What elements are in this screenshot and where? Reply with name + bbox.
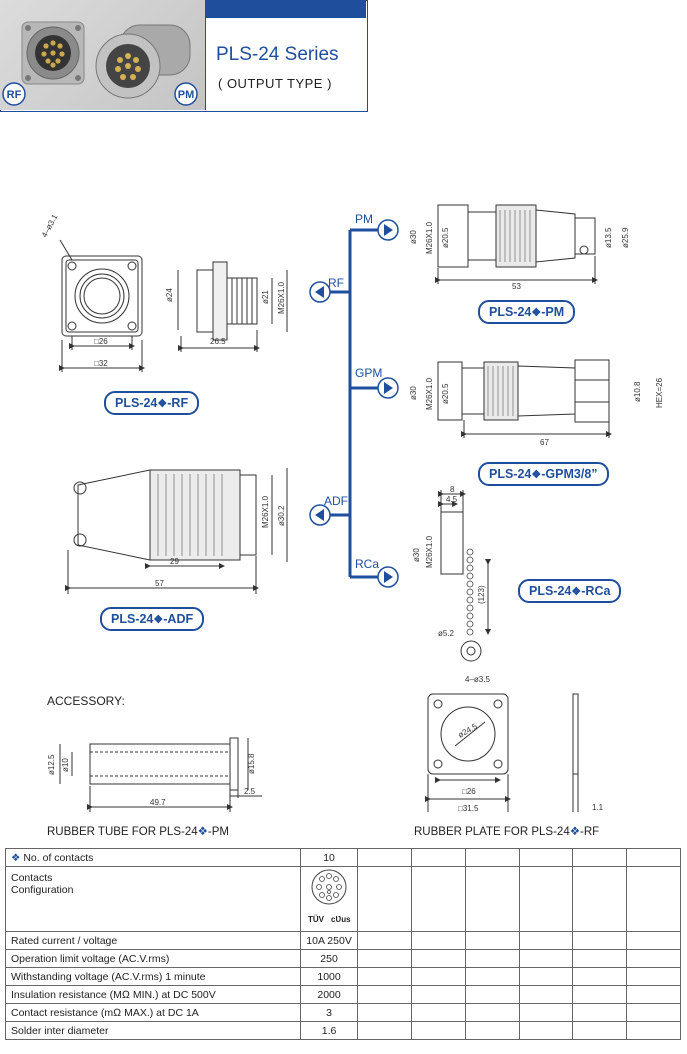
- product-label-gpm: PLS-24❖-GPM3/8”: [478, 462, 609, 486]
- branch-label-pm: PM: [355, 212, 373, 226]
- connector-photo-art: RF PM: [2, 21, 198, 106]
- pm-len-dim: 53: [512, 282, 521, 291]
- rubber-plate-caption: RUBBER PLATE FOR PLS-24❖-RF: [414, 826, 600, 838]
- gpm-knurl: [487, 366, 514, 416]
- plate-inner-dim: □26: [462, 787, 476, 796]
- rca-chain-dim: (123): [477, 585, 486, 604]
- adf-knurl: [157, 474, 223, 556]
- gpm-len-dim: 67: [540, 438, 549, 447]
- rubber-tube-caption: RUBBER TUBE FOR PLS-24❖-PM: [47, 826, 230, 838]
- rca-ring-dim: ø5.2: [438, 629, 455, 638]
- gpm-d10-dim: ø10.8: [633, 381, 642, 402]
- branch-label-rf: RF: [328, 276, 344, 290]
- series-header: RF PM PLS-24 Series ( OUTPUT TYPE ): [0, 0, 368, 112]
- branch-label-rca: RCa: [355, 557, 380, 571]
- tube-lip-dim: 2.5: [244, 787, 256, 796]
- gpm-view: [437, 359, 612, 438]
- gpm-d30-dim: ø30: [409, 386, 418, 400]
- badge-rf: RF: [7, 89, 22, 101]
- adf-len57-dim: 57: [155, 579, 164, 588]
- pm-knurl: [499, 210, 531, 262]
- header-stripe: [205, 0, 366, 18]
- rf-thread-dim: M26X1.0: [277, 281, 286, 314]
- branch-tree: [330, 228, 378, 579]
- branch-label-gpm: GPM: [355, 366, 383, 380]
- adf-d30-dim: ø30.2: [277, 505, 286, 526]
- arrow-pm-icon: [377, 219, 399, 241]
- pm-d25-dim: ø25.9: [621, 227, 630, 248]
- spec-row: Operation limit voltage (AC.V.rms)250: [4, 949, 681, 968]
- rca-thread-dim: M26X1.0: [425, 535, 434, 568]
- pm-d30-dim: ø30: [409, 230, 418, 244]
- product-label-pm: PLS-24❖-PM: [478, 300, 576, 324]
- plate-d24-dim: ø24.5: [457, 721, 480, 739]
- arrow-rca-icon: [377, 566, 399, 588]
- diamond-icon: ❖: [11, 851, 21, 864]
- rf-d21-dim: ø21: [261, 290, 270, 304]
- rca-w45-dim: 4.5: [446, 495, 458, 504]
- rf-outer-dim: □32: [94, 359, 108, 368]
- spec-header-row: ❖ No. of contacts 10: [4, 848, 681, 867]
- arrow-adf-icon: [309, 504, 331, 526]
- gpm-hex-dim: HEX=26: [655, 377, 664, 408]
- tube-d10-dim: ø10: [61, 758, 70, 772]
- spec-header-label: ❖ No. of contacts: [4, 848, 302, 867]
- arrow-gpm-icon: [377, 377, 399, 399]
- connector-photo: RF PM: [0, 0, 206, 110]
- rf-front-view: [59, 239, 145, 372]
- rf-len-dim: 26.5: [210, 337, 226, 346]
- pm-view: [435, 204, 598, 284]
- tube-d15-dim: ø15.8: [247, 753, 256, 774]
- branch-arrows: [309, 219, 399, 588]
- rf-inner-dim: □26: [94, 337, 108, 346]
- rca-w8-dim: 8: [450, 485, 455, 494]
- adf-thread-dim: M26X1.0: [261, 495, 270, 528]
- badge-pm: PM: [178, 89, 195, 101]
- ul-mark: cƲus: [331, 915, 351, 924]
- plate-thick-dim: 1.1: [592, 803, 604, 812]
- product-label-adf: PLS-24❖-ADF: [100, 607, 205, 631]
- adf-view: [65, 468, 288, 594]
- gpm-d20-dim: ø20.5: [441, 383, 450, 404]
- rca-view: [438, 490, 491, 662]
- branch-label-adf: ADF: [324, 494, 348, 508]
- product-label-rca: PLS-24❖-RCa: [518, 579, 622, 603]
- spec-row: Insulation resistance (MΩ MIN.) at DC 50…: [4, 985, 681, 1004]
- product-label-rf: PLS-24❖-RF: [104, 391, 200, 415]
- tube-d12-dim: ø12.5: [47, 754, 56, 775]
- rubber-tube-drawing: [59, 737, 262, 812]
- pm-thread-dim: M26X1.0: [425, 221, 434, 254]
- plate-holes-dim: 4–ø3.5: [465, 675, 490, 684]
- plate-outer-dim: □31.5: [458, 804, 479, 813]
- tuv-mark: TÜV: [308, 915, 325, 924]
- contact-layout: TÜV cƲus: [300, 866, 359, 932]
- pm-d20-dim: ø20.5: [441, 227, 450, 248]
- rf-holes-dim: 4–ø3.1: [40, 212, 60, 239]
- gpm-thread-dim: M26X1.0: [425, 377, 434, 410]
- pm-d13-dim: ø13.5: [604, 227, 613, 248]
- output-type-subtitle: ( OUTPUT TYPE ): [218, 76, 332, 91]
- accessory-heading: ACCESSORY:: [47, 694, 125, 708]
- tube-len-dim: 49.7: [150, 798, 166, 807]
- spec-row: Withstanding voltage (AC.V.rms) 1 minute…: [4, 967, 681, 986]
- series-title: PLS-24 Series: [216, 44, 339, 65]
- adf-len29-dim: 29: [170, 557, 179, 566]
- spec-header-value: 10: [300, 848, 359, 867]
- rf-d24-dim: ø24: [165, 288, 174, 302]
- rca-chain: [466, 548, 474, 636]
- rf-side-view: [177, 261, 288, 352]
- contact-layout-icon: TÜV cƲus: [308, 869, 351, 924]
- technical-drawing: 4–ø3.1 □26 □32 ø24 ø21 M26X1.0 26.5 ø30 …: [40, 204, 664, 813]
- rca-d30-dim: ø30: [412, 548, 421, 562]
- rubber-plate-drawing: [425, 693, 579, 812]
- arrow-rf-icon: [309, 281, 331, 303]
